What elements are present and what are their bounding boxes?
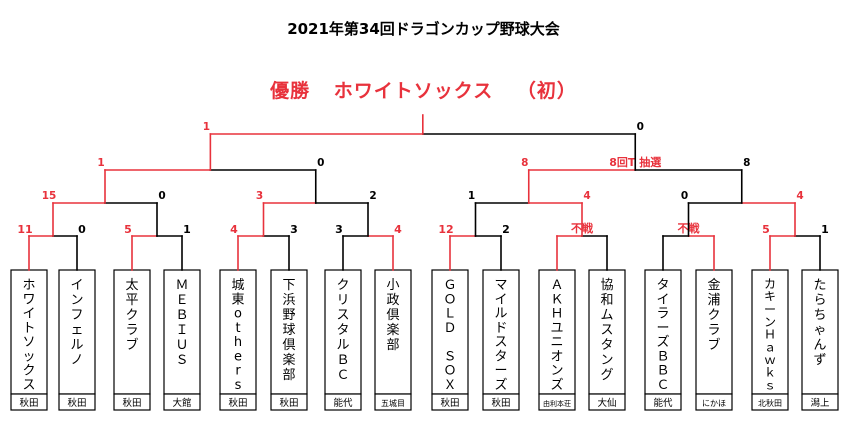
score-label: 1 xyxy=(468,190,475,202)
team-box xyxy=(751,269,789,395)
region-box xyxy=(113,393,151,411)
region-box xyxy=(324,393,362,411)
score-label: 11 xyxy=(17,223,32,236)
team-box xyxy=(695,269,733,395)
team-region: 能代 xyxy=(653,397,673,409)
score-label: 4 xyxy=(394,223,402,236)
champion-note: （初） xyxy=(516,80,577,102)
team-region: 能代 xyxy=(333,397,353,409)
region-box xyxy=(431,393,469,411)
score-label: 4 xyxy=(583,190,590,202)
team-region: 秋田 xyxy=(67,397,86,409)
team-region: 潟上 xyxy=(810,397,830,409)
team-region: 秋田 xyxy=(279,397,298,409)
score-label: 1 xyxy=(203,121,210,133)
team-name: 金浦クラブ xyxy=(707,277,720,353)
score-label: 12 xyxy=(438,223,453,236)
score-label: 3 xyxy=(256,190,263,202)
team-region: 五城目 xyxy=(381,399,405,408)
region-box xyxy=(801,393,839,411)
region-box xyxy=(270,393,308,411)
team-box xyxy=(270,269,308,395)
team-region: 大館 xyxy=(172,397,191,409)
score-label: 15 xyxy=(42,190,57,202)
champion-team: ホワイトソックス xyxy=(333,80,494,102)
region-box xyxy=(538,393,576,411)
team-box xyxy=(10,269,48,395)
team-region: 由利本荘 xyxy=(543,399,571,408)
score-label: 1 xyxy=(821,223,829,236)
team-region: 秋田 xyxy=(122,397,141,409)
team-name: ＧＯＬＤ ＳＯＸ xyxy=(443,278,456,393)
score-label: 3 xyxy=(290,223,298,236)
team-box xyxy=(482,269,520,395)
score-label: 5 xyxy=(762,223,770,236)
score-label: 1 xyxy=(183,223,191,236)
champion-banner: 優勝 ホワイトソックス （初） xyxy=(0,76,847,103)
team-region: 秋田 xyxy=(19,397,38,409)
team-box xyxy=(588,269,626,395)
page-title: 2021年第34回ドラゴンカップ野球大会 xyxy=(287,20,560,38)
region-box xyxy=(695,393,733,411)
region-box xyxy=(751,393,789,411)
score-label: 0 xyxy=(158,190,165,202)
score-label: 0 xyxy=(317,157,324,169)
team-box xyxy=(113,269,151,395)
team-box xyxy=(219,269,257,395)
score-label: 0 xyxy=(681,190,688,202)
team-name: マイルドスターズ xyxy=(494,278,507,393)
team-name: 下浜野球倶楽部 xyxy=(282,278,295,383)
team-region: 秋田 xyxy=(228,397,247,409)
score-label: 2 xyxy=(369,190,376,202)
region-box xyxy=(644,393,682,411)
score-label: 4 xyxy=(230,223,238,236)
team-name: 協和ムスタング xyxy=(600,278,613,383)
team-box xyxy=(644,269,682,395)
team-name: タイラーズＢＢＣ xyxy=(656,278,669,393)
team-box xyxy=(374,269,412,395)
team-name: ＭＥＢＩＵＳ xyxy=(175,278,188,368)
score-label: 8 xyxy=(743,157,750,169)
team-region: にかほ xyxy=(702,399,726,408)
score-label: 8 xyxy=(521,157,528,169)
region-box xyxy=(58,393,96,411)
region-box xyxy=(163,393,201,411)
team-region: 秋田 xyxy=(440,397,459,409)
team-name: たらちゃんず xyxy=(813,278,826,368)
region-box xyxy=(219,393,257,411)
team-region: 大仙 xyxy=(597,397,616,409)
team-name: 小政倶楽部 xyxy=(386,278,399,353)
score-label: 3 xyxy=(335,223,343,236)
score-label: 1 xyxy=(97,157,104,169)
team-name: カキーンＨａｗｋｓ xyxy=(764,277,776,392)
region-box xyxy=(374,393,412,411)
region-box xyxy=(588,393,626,411)
team-region: 秋田 xyxy=(491,397,510,409)
score-label: 0 xyxy=(78,223,86,236)
team-box xyxy=(801,269,839,395)
score-label: 2 xyxy=(502,223,510,236)
team-name: ＡＫＨユニオンズ xyxy=(550,278,563,393)
score-label: 0 xyxy=(637,121,644,133)
team-name: インフェルノ xyxy=(70,278,83,368)
score-label: 4 xyxy=(796,190,803,202)
team-region: 北秋田 xyxy=(758,398,782,408)
team-box xyxy=(58,269,96,395)
team-box xyxy=(163,269,201,395)
score-label: 5 xyxy=(124,223,132,236)
region-box xyxy=(10,393,48,411)
region-box xyxy=(482,393,520,411)
team-name: 太平クラブ xyxy=(125,278,138,353)
team-box xyxy=(538,269,576,395)
champion-label: 優勝 xyxy=(270,80,311,102)
team-name: ホワイトソックス xyxy=(22,278,35,393)
team-name: クリスタルＢＣ xyxy=(336,278,349,383)
